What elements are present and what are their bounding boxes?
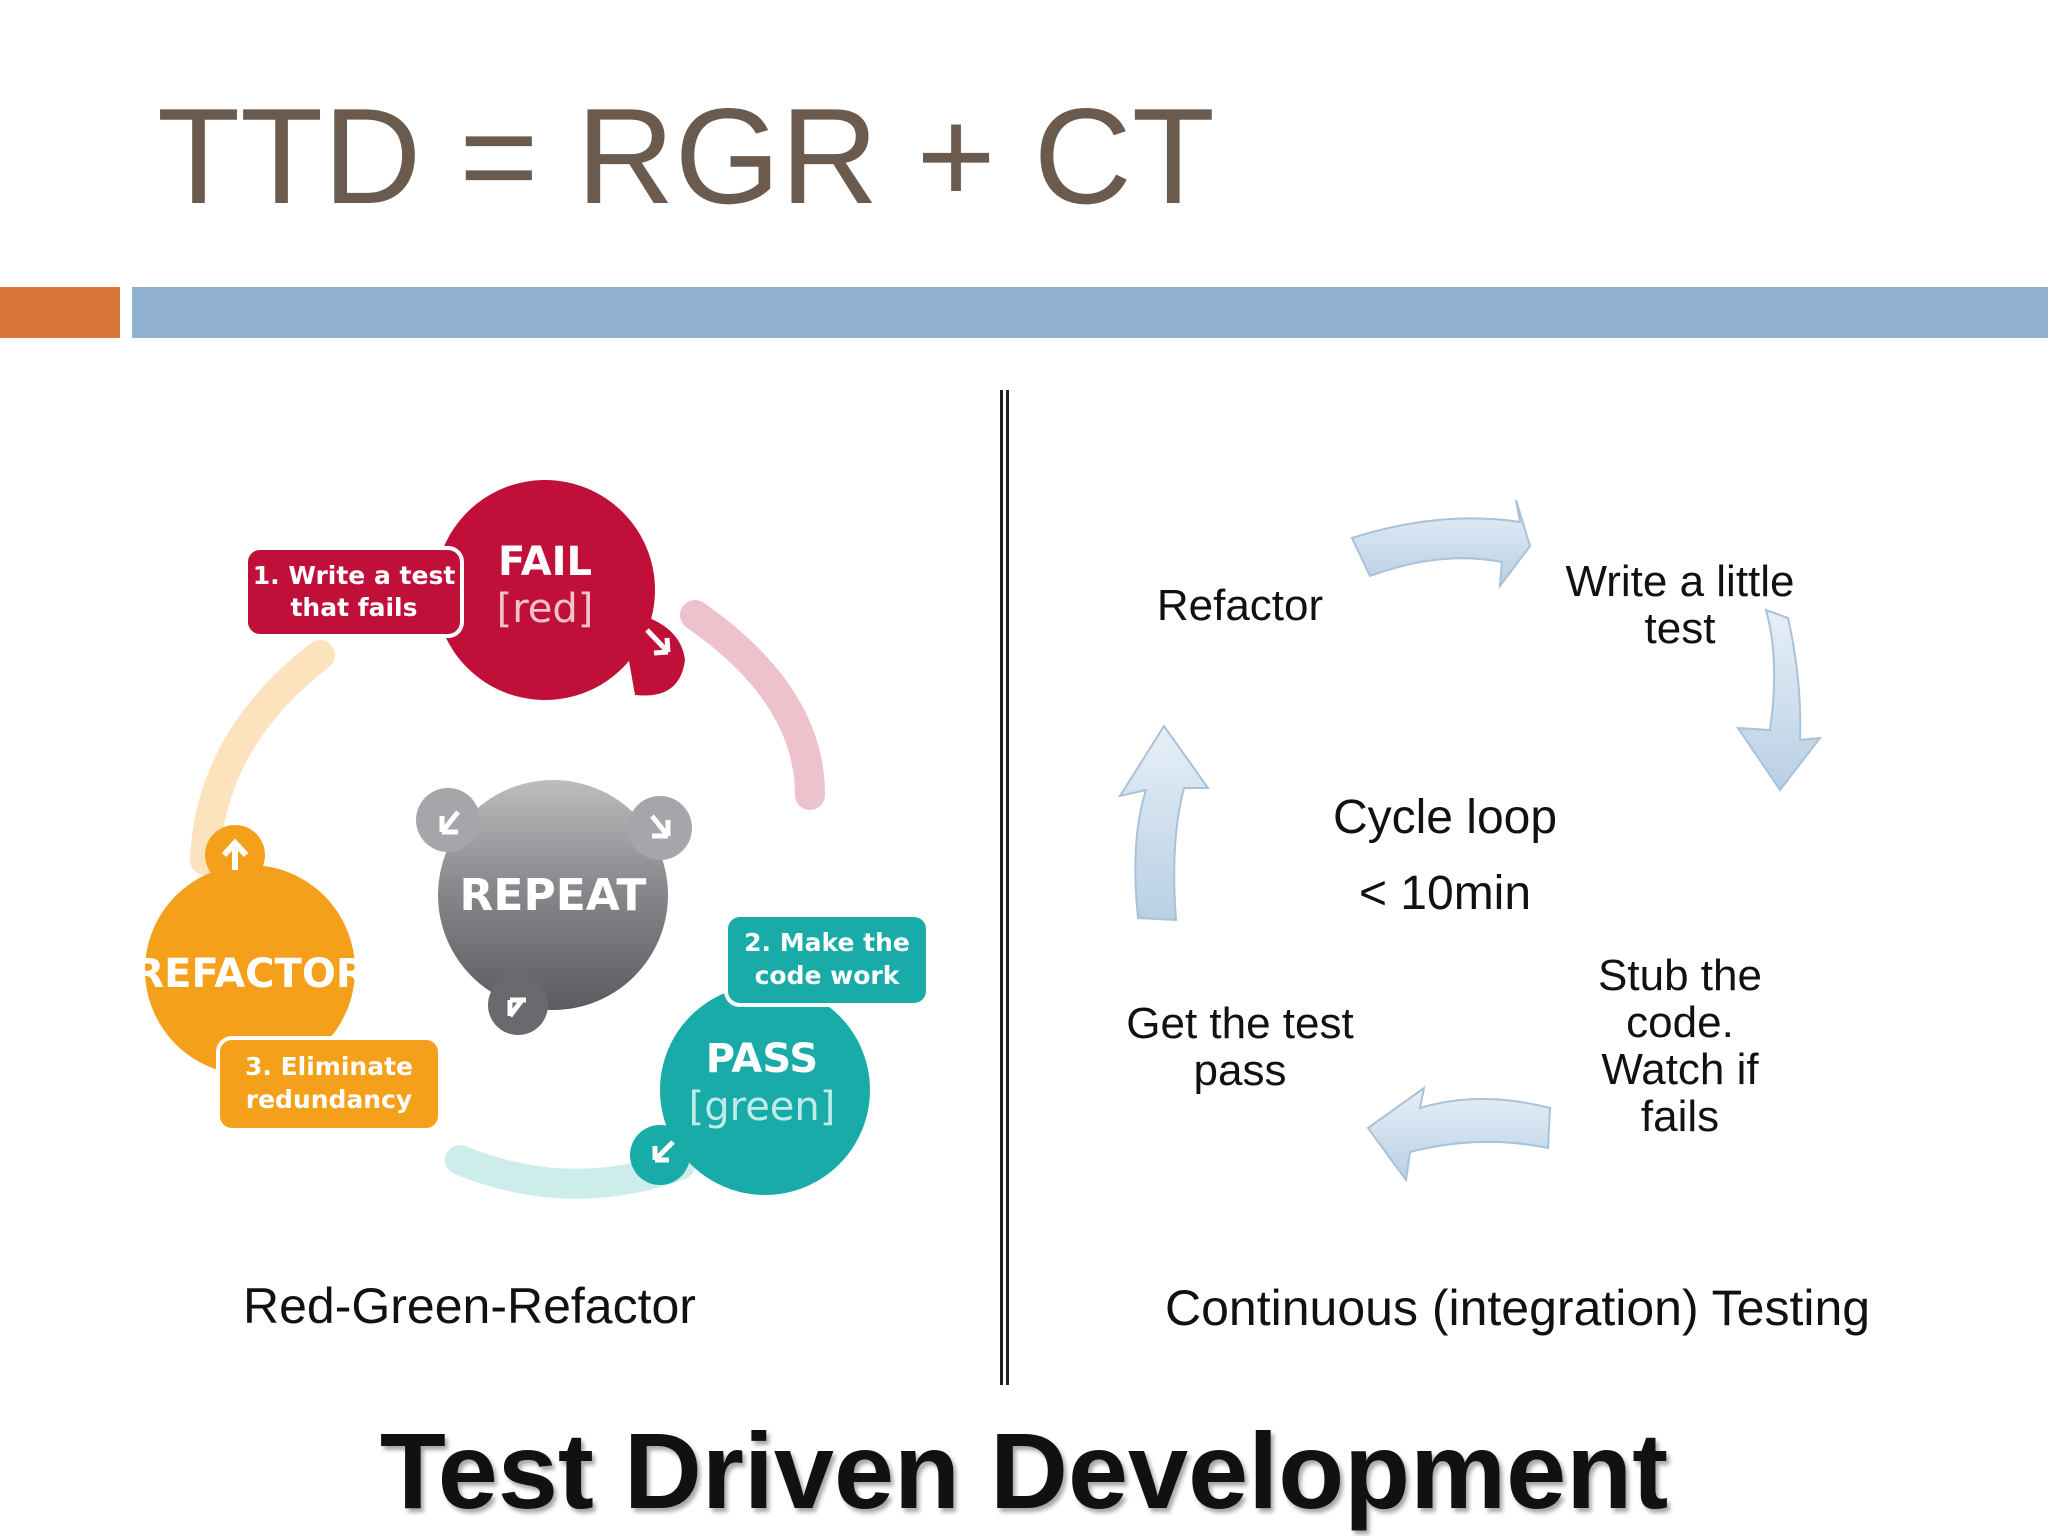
refactor-to-fail-arc <box>190 640 335 875</box>
red-green-refactor-diagram: FAIL [red] 1. Write a test that fails RE… <box>133 480 930 1199</box>
slide-title: TTD = RGR + CT <box>157 80 1215 232</box>
fail-arrow-icon <box>645 628 671 656</box>
repeat-arrow-up-left-icon <box>439 810 460 835</box>
refactor-title: REFACTOR <box>133 951 366 997</box>
ct-step-refactor: Refactor <box>1156 581 1324 630</box>
ct-caption: Continuous (integration) Testing <box>1165 1280 1871 1336</box>
arrow-stub-to-pass-icon <box>1366 1085 1552 1183</box>
fail-subtitle: [red] <box>497 586 594 632</box>
arrow-pass-to-refactor-icon <box>1117 724 1210 922</box>
ct-step-get-pass: Get the test pass <box>1126 999 1354 1095</box>
pass-node: PASS [green] <box>630 985 870 1195</box>
title-rule-bar <box>132 287 2048 338</box>
refactor-step-line-2: redundancy <box>246 1085 412 1114</box>
ct-step-write-test: Write a little test <box>1565 557 1795 653</box>
rgr-caption: Red-Green-Refactor <box>243 1278 696 1334</box>
fail-step-line-2: that fails <box>290 593 417 622</box>
pass-step-line-2: code work <box>755 961 901 990</box>
repeat-arrow-up-icon <box>507 997 526 1018</box>
fail-title: FAIL <box>498 539 592 585</box>
refactor-step-tag: 3. Eliminate redundancy <box>216 1036 442 1132</box>
arrow-write-to-stub-icon <box>1736 608 1823 792</box>
ct-cycle-center: Cycle loop < 10min <box>1332 791 1558 920</box>
ct-step-stub-code: Stub the code. Watch if fails <box>1598 951 1762 1141</box>
fail-to-pass-arc <box>680 600 825 810</box>
continuous-testing-diagram <box>1117 499 1823 1183</box>
fail-step-tag: 1. Write a test that fails <box>244 546 464 638</box>
title-accent-bar <box>0 287 120 338</box>
refactor-step-line-1: 3. Eliminate <box>245 1052 413 1081</box>
pass-step-tag: 2. Make the code work <box>724 913 930 1007</box>
repeat-node: REPEAT <box>416 780 692 1035</box>
pass-subtitle: [green] <box>689 1084 836 1130</box>
repeat-arrow-down-right-icon <box>650 814 671 839</box>
refactor-node: REFACTOR <box>133 825 367 1075</box>
refactor-arrow-up-icon <box>221 838 249 870</box>
slide-footer-title: Test Driven Development <box>379 1410 1669 1531</box>
arrow-refactor-to-write-icon <box>1350 499 1532 590</box>
fail-node: FAIL [red] <box>435 480 685 700</box>
pass-step-line-1: 2. Make the <box>744 928 910 957</box>
center-divider <box>1000 390 1010 1385</box>
pass-title: PASS <box>706 1036 818 1082</box>
repeat-label: REPEAT <box>460 870 647 921</box>
fail-step-line-1: 1. Write a test <box>253 561 456 590</box>
pass-arrow-icon <box>652 1140 675 1163</box>
